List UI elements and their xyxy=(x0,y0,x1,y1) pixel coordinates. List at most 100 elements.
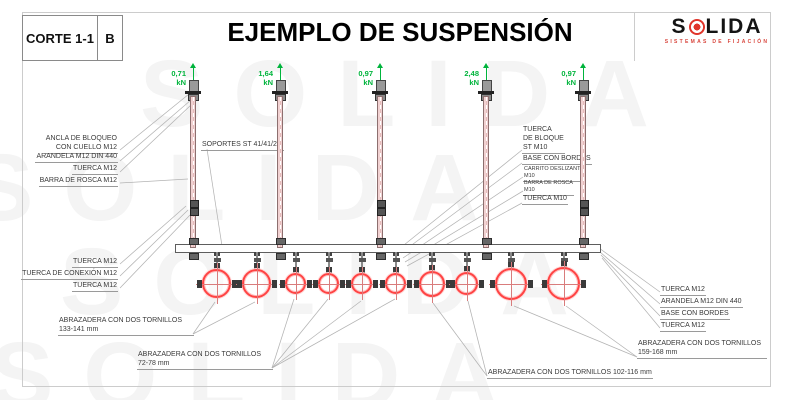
callout-tuerca-bloque-st: TUERCA DE BLOQUE ST M10 xyxy=(522,125,565,155)
rail-top-nut xyxy=(376,238,386,245)
rail-top-nut xyxy=(189,238,199,245)
callout-abrazadera-133-141: ABRAZADERA CON DOS TORNILLOS 133-141 mm xyxy=(58,316,194,337)
callout-tuerca-m12-3: TUERCA M12 xyxy=(72,281,118,293)
clamp-side-bolt xyxy=(380,280,385,288)
load-arrow-icon xyxy=(190,63,196,68)
threaded-rod-m12 xyxy=(580,96,586,248)
load-arrow-icon xyxy=(279,67,281,83)
rod-centerline xyxy=(486,97,487,247)
anchor-washer xyxy=(478,91,494,94)
clamp-side-bolt xyxy=(489,280,495,288)
connection-nut xyxy=(189,208,199,216)
anchor-washer xyxy=(575,91,591,94)
pipe-clamp xyxy=(449,266,484,301)
hanger-nut xyxy=(560,258,568,262)
connection-nut xyxy=(376,208,386,216)
callout-tuerca-m12-right: TUERCA M12 xyxy=(660,285,706,297)
hanger-nut xyxy=(507,258,515,262)
clamp-side-bolt xyxy=(581,280,586,288)
rail-top-nut xyxy=(276,238,286,245)
callout-abrazadera-102-116: ABRAZADERA CON DOS TORNILLOS 102-116 mm xyxy=(487,368,653,380)
rail-bottom-nut xyxy=(376,253,386,260)
clamp-side-bolt xyxy=(479,280,484,288)
logo-tagline: SISTEMAS DE FIJACIÓN xyxy=(664,39,770,45)
load-arrow-icon xyxy=(485,67,487,83)
hanger-rod-m10 xyxy=(328,252,330,273)
load-unit: kN xyxy=(566,78,576,87)
hanger-nut xyxy=(292,258,300,262)
hanger-nut xyxy=(213,258,221,262)
drawing-frame xyxy=(22,12,771,387)
rail-bottom-nut xyxy=(189,253,199,260)
callout-abrazadera-159-168: ABRAZADERA CON DOS TORNILLOS 159-168 mm xyxy=(637,339,767,360)
hanger-nut xyxy=(325,258,333,262)
rod-centerline xyxy=(583,97,584,247)
hanger-nut xyxy=(253,258,261,262)
callout-carrito-deslizante: CARRITO DESLIZANTE M10 xyxy=(523,166,586,182)
clamp-side-bolt xyxy=(280,280,285,288)
load-arrow-icon xyxy=(277,63,283,68)
page-title: EJEMPLO DE SUSPENSIÓN xyxy=(227,17,573,47)
callout-tuerca-m12-right-2: TUERCA M12 xyxy=(660,321,706,333)
load-value: 1,64 xyxy=(258,69,273,78)
callout-tuerca-m12-2: TUERCA M12 xyxy=(72,257,118,269)
connection-nut xyxy=(189,200,199,208)
rail-bottom-nut xyxy=(579,253,589,260)
hanger-rod-m10 xyxy=(466,252,468,272)
clamp-side-bolt xyxy=(237,280,242,288)
clamp-side-bolt xyxy=(272,280,277,288)
hanger-rod-m10 xyxy=(295,252,297,273)
anchor-washer xyxy=(272,91,288,94)
load-arrow-icon xyxy=(379,67,381,83)
callout-arandela-m12: ARANDELA M12 DIN 440 xyxy=(35,152,118,164)
callout-barra-rosca-m10: BARRA DE ROSCA M10 xyxy=(523,180,574,196)
view-label-box: CORTE 1-1 B xyxy=(22,15,123,61)
hanger-nut xyxy=(428,258,436,262)
watermark-text: SOLIDA xyxy=(140,41,679,147)
callout-base-bordes: BASE CON BORDES xyxy=(522,154,592,166)
clamp-side-bolt xyxy=(197,280,202,288)
pipe-clamp xyxy=(312,267,345,300)
load-unit: kN xyxy=(263,78,273,87)
pipe-clamp xyxy=(541,261,586,306)
hanger-nut xyxy=(463,258,471,262)
pipe-clamp xyxy=(488,261,533,306)
clamp-side-bolt xyxy=(313,280,318,288)
logo-letters-lida: LIDA xyxy=(705,15,763,38)
clamp-side-bolt xyxy=(340,280,345,288)
load-value: 0,97 xyxy=(561,69,576,78)
clamp-side-bolt xyxy=(307,280,312,288)
callout-soportes: SOPORTES ST 41/41/2,5 xyxy=(201,140,284,152)
pipe-clamp xyxy=(345,267,378,300)
threaded-rod-m12 xyxy=(483,96,489,248)
view-revision: B xyxy=(105,30,115,46)
clamp-side-bolt xyxy=(445,280,451,288)
pipe-clamp xyxy=(379,267,412,300)
load-unit: kN xyxy=(469,78,479,87)
load-arrow-icon xyxy=(582,67,584,83)
pipe-clamp xyxy=(412,264,451,303)
clamp-side-bolt xyxy=(373,280,378,288)
load-arrow-icon xyxy=(580,63,586,68)
threaded-rod-m12 xyxy=(190,96,196,248)
rod-centerline xyxy=(193,97,194,247)
connection-nut xyxy=(376,200,386,208)
clamp-side-bolt xyxy=(413,280,419,288)
rod-centerline xyxy=(280,97,281,247)
load-unit: kN xyxy=(176,78,186,87)
logo-letter-s: S xyxy=(671,15,688,38)
callout-ancla-bloqueo: ANCLA DE BLOQUEO CON CUELLO M12 xyxy=(44,134,118,155)
callout-barra-rosca-m12: BARRA DE ROSCA M12 xyxy=(38,176,118,188)
clamp-side-bolt xyxy=(407,280,412,288)
watermark-text: SOLIDA xyxy=(0,135,509,241)
callout-base-bordes-right: BASE CON BORDES xyxy=(660,309,730,321)
solida-logo: S LIDA SISTEMAS DE FIJACIÓN xyxy=(652,16,782,45)
